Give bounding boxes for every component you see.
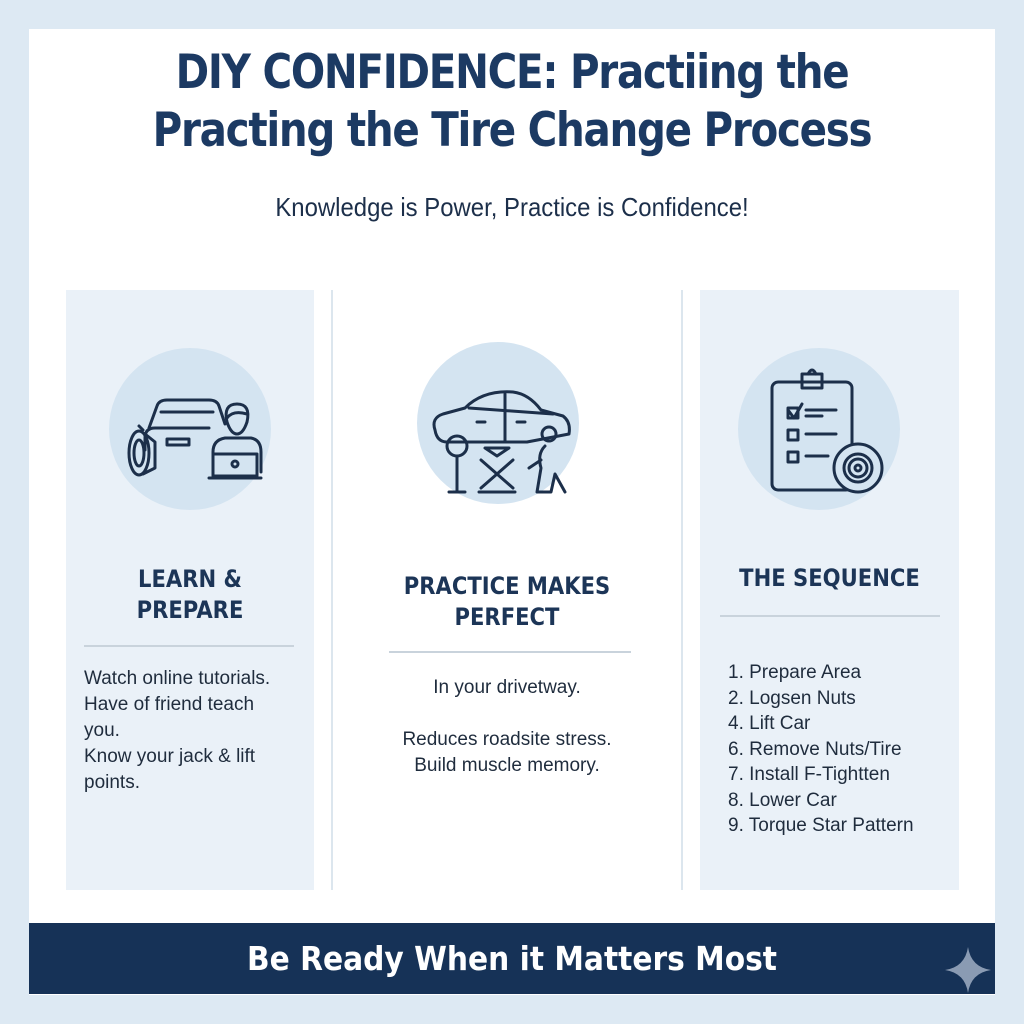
panel-practice: PRACTICE MAKES PERFECT In your drivetway… [333, 290, 681, 890]
title-line-1: DIY CONFIDENCE: Practiing the [175, 45, 850, 100]
sequence-step: 7. Install F-Tightten [728, 764, 890, 785]
panel-learn-prepare: LEARN & PREPARE Watch online tutorials. … [66, 290, 314, 890]
sequence-step: 8. Lower Car [728, 789, 837, 811]
car-on-jack-mechanic-icon [432, 390, 571, 494]
column-divider [681, 290, 683, 890]
divider [389, 651, 631, 653]
footer-banner: Be Ready When it Matters Most [29, 923, 995, 994]
icon-circle [417, 342, 579, 504]
title-line-2: Practing the Tire Change Process [152, 103, 873, 158]
sequence-step: 1. Prepare Area [728, 662, 862, 683]
sequence-step: 2. Logsen Nuts [728, 687, 856, 709]
sequence-step: 9. Torque Star Pattern [728, 815, 914, 836]
subtitle: Knowledge is Power, Practice is Confiden… [275, 192, 749, 222]
sparkle-icon [945, 947, 991, 993]
sequence-list: 1. Prepare Area 2. Logsen Nuts 4. Lift C… [728, 660, 953, 839]
checklist-tire-icon [770, 368, 884, 494]
panel-heading: LEARN & PREPARE [136, 565, 244, 624]
divider [720, 615, 940, 617]
icon-circle [109, 348, 271, 510]
panel-sequence: THE SEQUENCE 1. Prepare Area 2. Logsen N… [700, 290, 959, 890]
panel-heading: PRACTICE MAKES PERFECT [403, 572, 611, 631]
footer-text: Be Ready When it Matters Most [246, 939, 778, 978]
sequence-step: 4. Lift Car [728, 713, 811, 734]
divider [84, 645, 294, 647]
page-title: DIY CONFIDENCE: Practiing the Practing t… [72, 44, 953, 160]
panel-body: In your drivetway. Reduces roadsite stre… [402, 677, 612, 776]
icon-circle [738, 348, 900, 510]
column-divider [331, 290, 333, 890]
sequence-step: 6. Remove Nuts/Tire [728, 738, 902, 760]
panel-body: Watch online tutorials. Have of friend t… [84, 668, 271, 793]
panel-heading: THE SEQUENCE [739, 564, 920, 592]
car-tire-person-laptop-icon [127, 398, 263, 480]
